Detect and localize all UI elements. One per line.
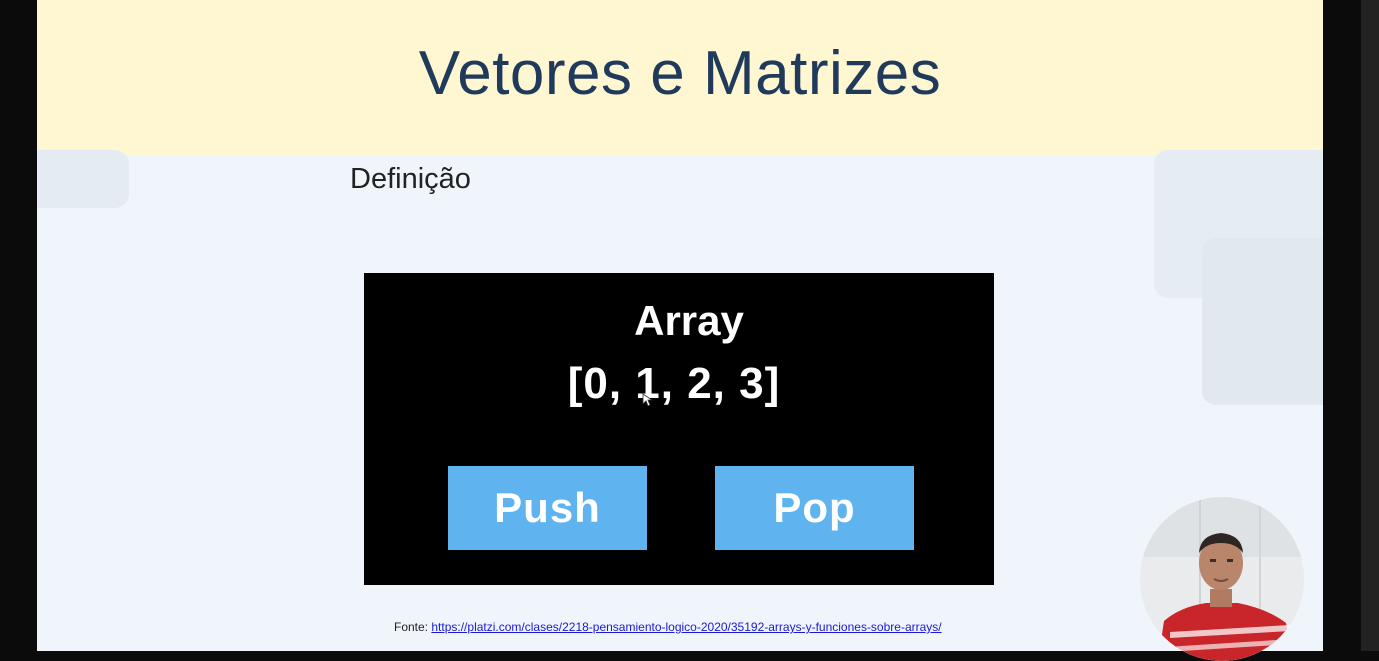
presenter-webcam-overlay [1140, 497, 1304, 661]
source-prefix: Fonte: [394, 620, 429, 634]
slide-stage: Vetores e Matrizes Definição Array [0, 1… [37, 0, 1323, 651]
mouse-pointer-icon [642, 393, 654, 407]
source-citation: Fonte: https://platzi.com/clases/2218-pe… [394, 620, 942, 634]
push-button: Push [448, 466, 647, 550]
decorative-shape [37, 150, 129, 208]
decorative-shape [1202, 238, 1323, 405]
slide-subtitle: Definição [350, 163, 471, 195]
figure-title: Array [634, 297, 744, 344]
array-figure: Array [0, 1, 2, 3] Push Pop [364, 273, 994, 585]
figure-array-text: [0, 1, 2, 3] [567, 359, 781, 408]
slide-title: Vetores e Matrizes [418, 39, 942, 108]
source-link[interactable]: https://platzi.com/clases/2218-pensamien… [431, 620, 942, 634]
presenter-video-icon [1140, 497, 1304, 661]
pop-button: Pop [715, 466, 914, 550]
right-edge-bar [1361, 0, 1379, 651]
header-band: Vetores e Matrizes [37, 0, 1323, 155]
